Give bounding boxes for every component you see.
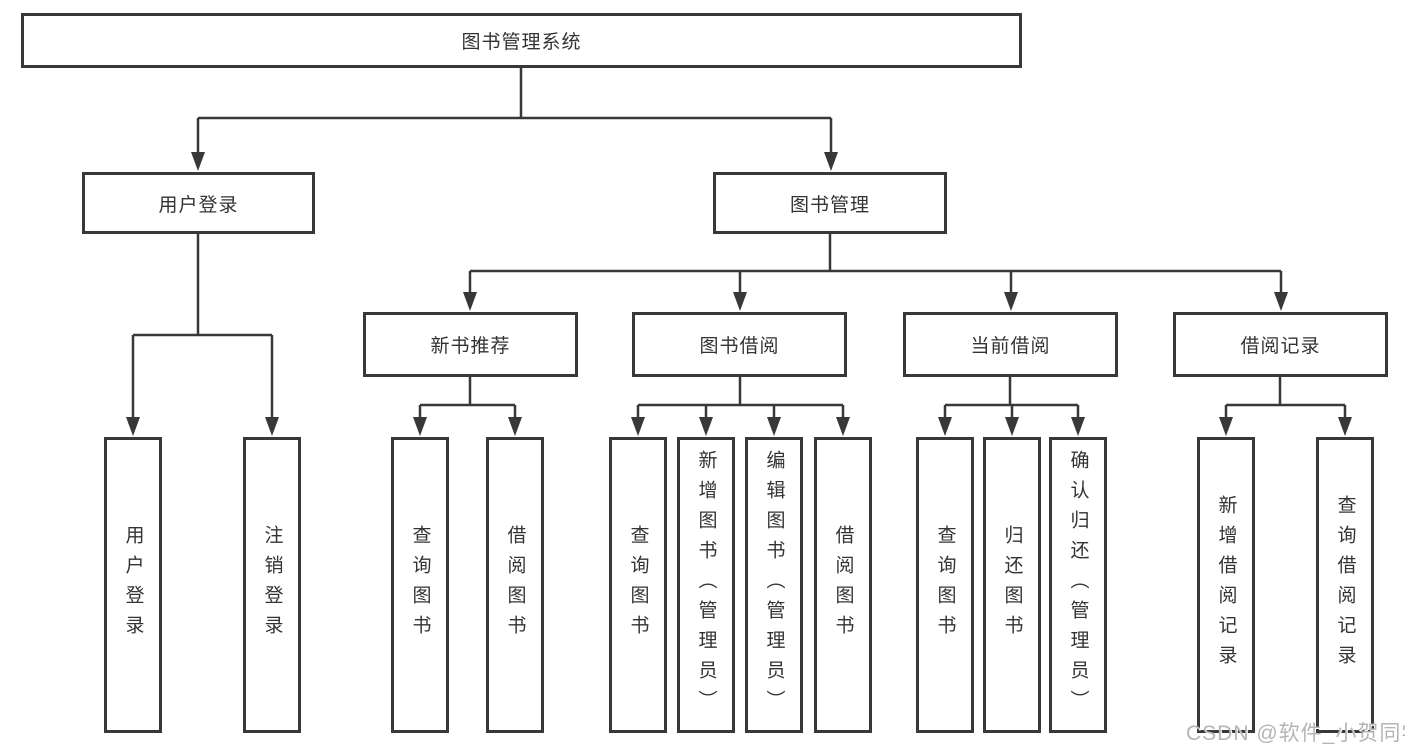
csdn-watermark: CSDN @软件_小贺同学 [1186, 722, 1405, 745]
leaf-return-books: 归还图书 [983, 437, 1041, 733]
arrow-icon [508, 417, 522, 436]
node-book-management: 图书管理 [713, 172, 947, 234]
leaf-query-books-borrow: 查询图书 [609, 437, 667, 733]
arrow-icon [767, 417, 781, 436]
leaf-query-books-current: 查询图书 [916, 437, 974, 733]
leaf-logout: 注销登录 [243, 437, 301, 733]
arrow-icon [1004, 292, 1018, 311]
arrow-icon [1219, 417, 1233, 436]
node-borrowing-records: 借阅记录 [1173, 312, 1388, 377]
leaf-label: 编辑图书（管理员） [763, 450, 785, 720]
leaf-label: 新增借阅记录 [1215, 495, 1237, 675]
node-new-book-recommendation: 新书推荐 [363, 312, 578, 377]
leaf-edit-books-admin: 编辑图书（管理员） [745, 437, 803, 733]
leaf-label: 确认归还（管理员） [1067, 450, 1089, 720]
leaf-label: 归还图书 [1001, 525, 1023, 645]
leaf-label: 新增图书（管理员） [695, 450, 717, 720]
leaf-add-borrow-record: 新增借阅记录 [1197, 437, 1255, 733]
arrow-icon [191, 152, 205, 171]
arrow-icon [1274, 292, 1288, 311]
node-book-borrowing: 图书借阅 [632, 312, 847, 377]
arrow-icon [824, 152, 838, 171]
leaf-add-books-admin: 新增图书（管理员） [677, 437, 735, 733]
node-user-login: 用户登录 [82, 172, 315, 234]
arrow-icon [631, 417, 645, 436]
leaf-label: 查询图书 [409, 525, 431, 645]
arrow-icon [1338, 417, 1352, 436]
arrow-icon [1005, 417, 1019, 436]
arrow-icon [733, 292, 747, 311]
arrow-icon [126, 417, 140, 436]
leaf-borrow-books: 借阅图书 [814, 437, 872, 733]
leaf-label: 查询图书 [934, 525, 956, 645]
node-library-management-system: 图书管理系统 [21, 13, 1022, 68]
leaf-query-borrow-record: 查询借阅记录 [1316, 437, 1374, 733]
leaf-user-login: 用户登录 [104, 437, 162, 733]
node-current-borrowing: 当前借阅 [903, 312, 1118, 377]
arrow-icon [836, 417, 850, 436]
leaf-borrow-books-recommend: 借阅图书 [486, 437, 544, 733]
arrow-icon [463, 292, 477, 311]
leaf-label: 查询图书 [627, 525, 649, 645]
arrow-icon [938, 417, 952, 436]
leaf-label: 借阅图书 [504, 525, 526, 645]
leaf-label: 查询借阅记录 [1334, 495, 1356, 675]
arrow-icon [699, 417, 713, 436]
arrow-icon [413, 417, 427, 436]
leaf-query-books-recommend: 查询图书 [391, 437, 449, 733]
leaf-label: 用户登录 [122, 525, 144, 645]
arrow-icon [1071, 417, 1085, 436]
leaf-confirm-return-admin: 确认归还（管理员） [1049, 437, 1107, 733]
arrowheads [126, 152, 1352, 436]
leaf-label: 借阅图书 [832, 525, 854, 645]
leaf-label: 注销登录 [261, 525, 283, 645]
arrow-icon [265, 417, 279, 436]
